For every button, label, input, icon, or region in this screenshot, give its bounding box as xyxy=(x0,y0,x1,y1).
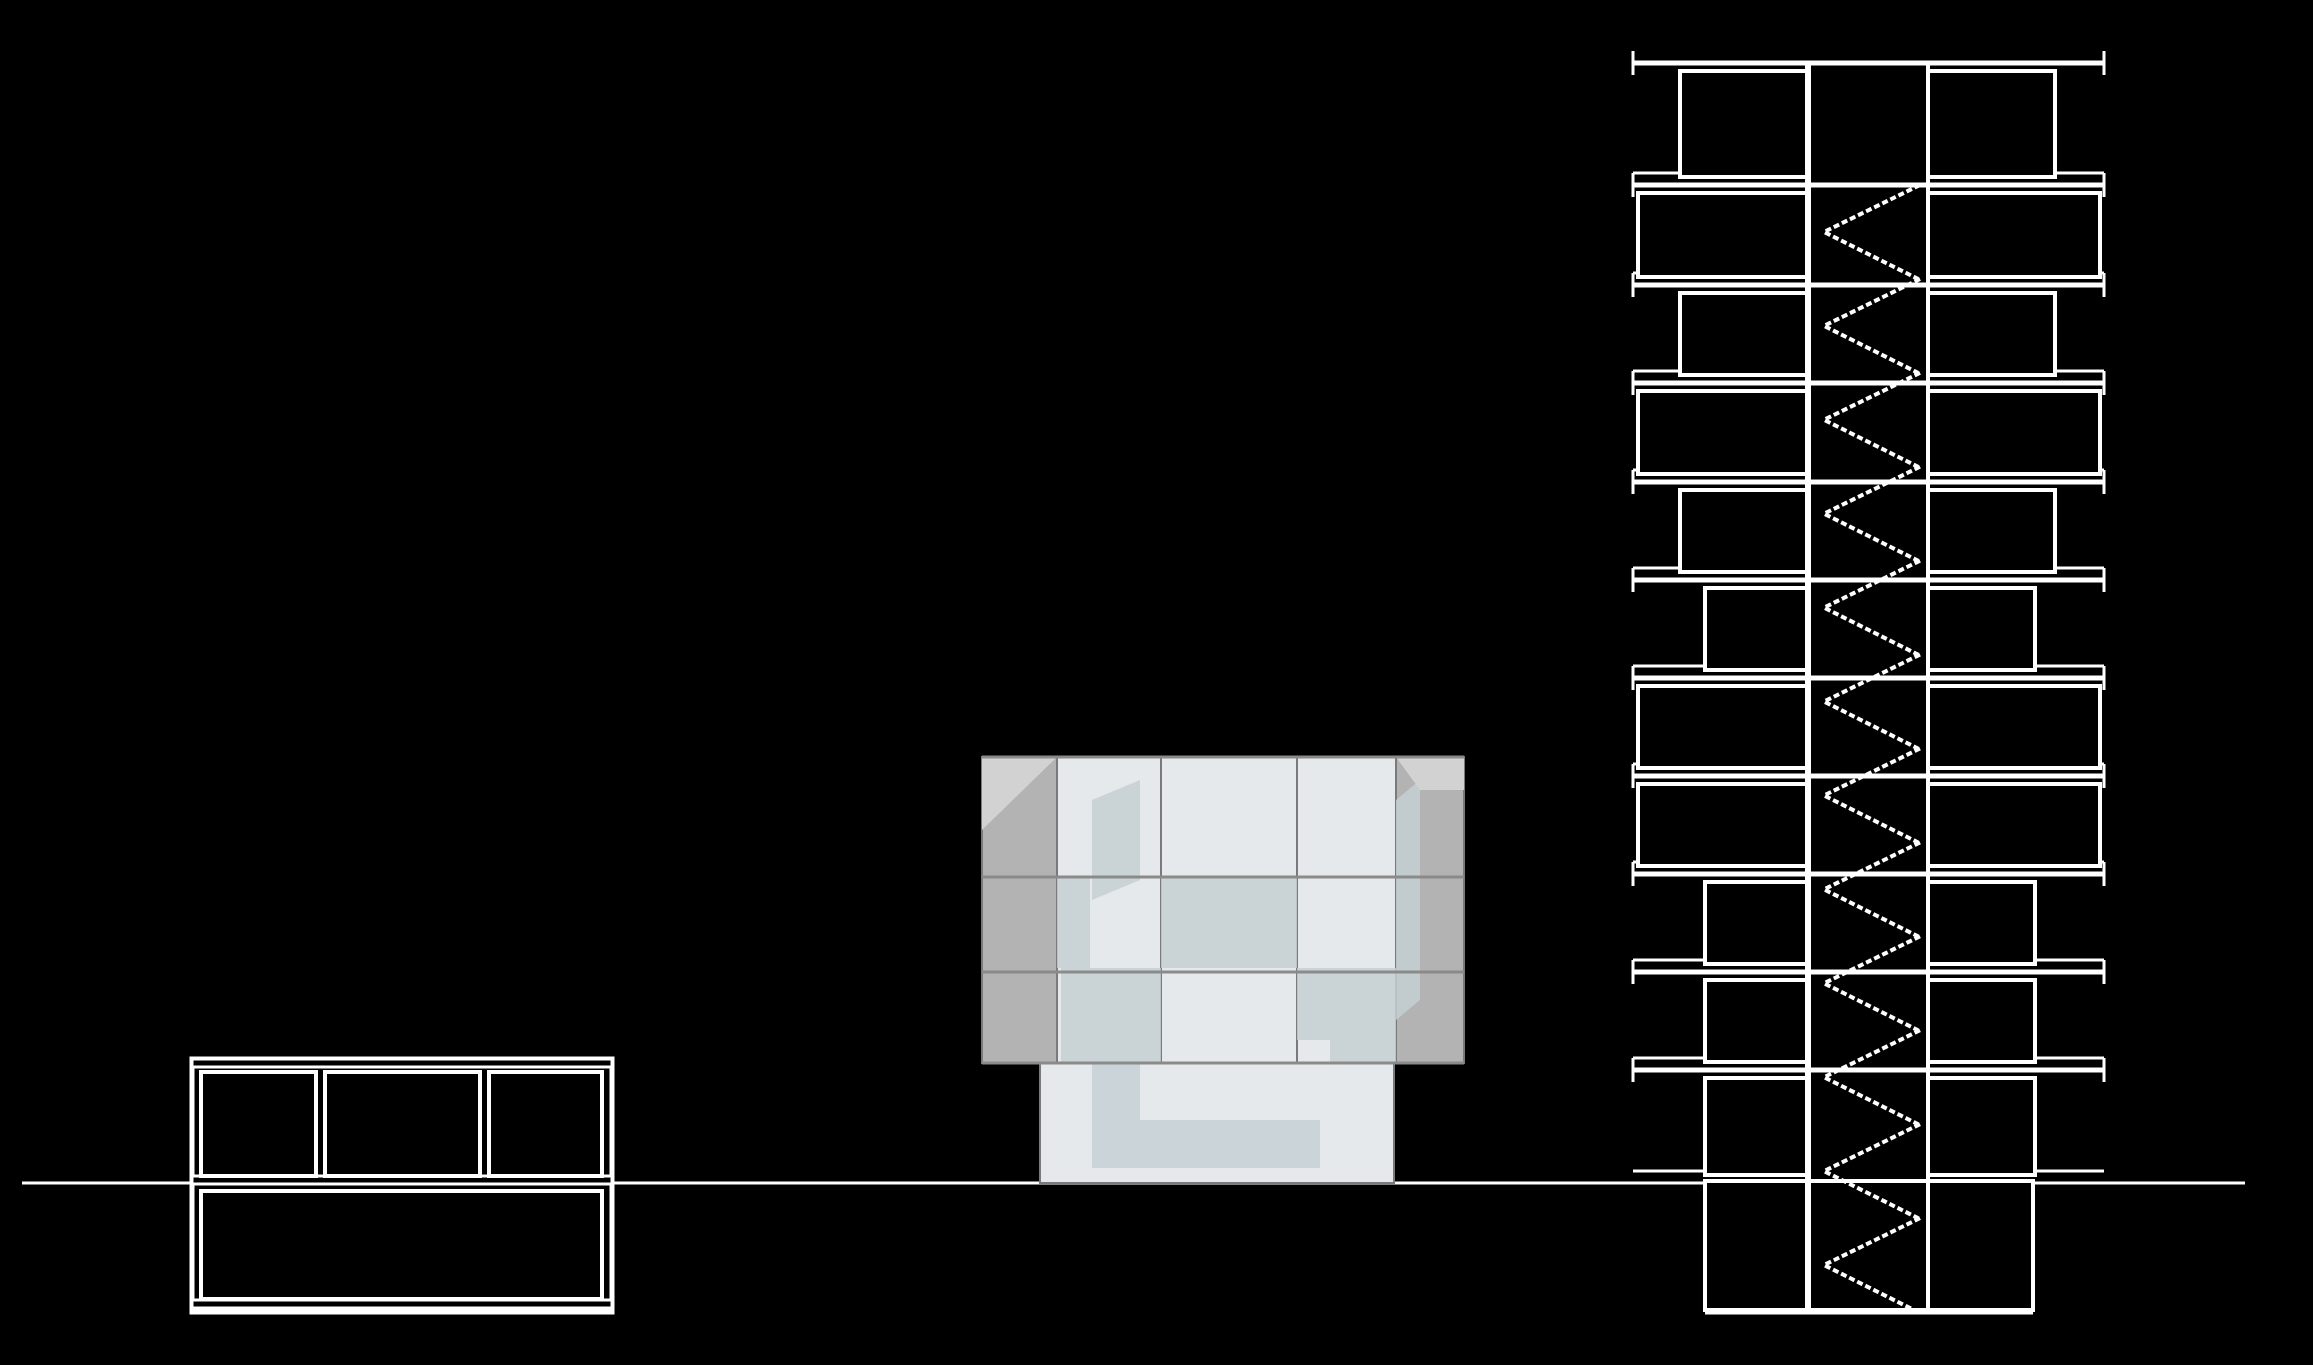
glass-panel-floor3-bay1 xyxy=(981,971,1058,1064)
glass-reflection-3 xyxy=(1061,968,1161,1063)
glass-panel-floor1-bay3 xyxy=(1160,756,1298,878)
tower-unit-right-floor-11 xyxy=(1926,69,2057,179)
tower-unit-right-floor-2 xyxy=(1926,978,2037,1064)
tower-unit-right-floor-4 xyxy=(1926,782,2102,868)
tower-unit-left-floor-2 xyxy=(1703,978,1810,1064)
tower-stair-flight-1 xyxy=(1819,183,1921,281)
tower-stair-flight-11 xyxy=(1819,1122,1921,1220)
tower-stair-flight-6 xyxy=(1819,652,1921,751)
tower-stair-flight-9 xyxy=(1819,934,1921,1033)
glass-panel-floor2-bay4 xyxy=(1296,876,1397,973)
tower-stair-flight-8 xyxy=(1819,840,1921,939)
tower-unit-left-floor-4 xyxy=(1636,782,1810,868)
tower-unit-left-floor-3 xyxy=(1703,880,1810,966)
glass-reflection-4 xyxy=(1297,968,1396,1063)
tower-unit-left-floor-7 xyxy=(1678,488,1810,574)
tower-unit-left-floor-11 xyxy=(1678,69,1810,179)
tower-stair-flight-7 xyxy=(1819,746,1921,845)
glass-panel-floor1-bay4 xyxy=(1296,756,1397,878)
tower-unit-right-floor-8 xyxy=(1926,389,2102,476)
tower-stair-flight-10 xyxy=(1819,1028,1921,1126)
tower-basement-left xyxy=(1703,1179,2035,1312)
tower-stair-flight-3 xyxy=(1819,371,1921,469)
tower-unit-right-floor-1 xyxy=(1926,1076,2037,1177)
tower-unit-left-floor-6 xyxy=(1703,586,1810,672)
tower-unit-right-floor-9 xyxy=(1926,291,2057,377)
tower-unit-right-floor-5 xyxy=(1926,684,2102,770)
tower-stair-flight-5 xyxy=(1819,558,1921,657)
glass-reflection-2 xyxy=(1161,877,1297,968)
glass-reflection-1 xyxy=(1092,780,1140,900)
low-block-basement-room xyxy=(199,1189,604,1301)
low-block-room-2 xyxy=(323,1070,482,1178)
glass-reflection-5 xyxy=(1396,780,1420,1020)
glass-pavilion-base-reflection xyxy=(1092,1063,1320,1168)
tower-unit-right-floor-10 xyxy=(1926,191,2102,279)
tower-stair-flight-2 xyxy=(1819,277,1921,375)
low-block-basement-slab xyxy=(190,1298,614,1310)
tower-stair-flight-4 xyxy=(1819,464,1921,563)
tower-unit-left-floor-1 xyxy=(1703,1076,1810,1177)
tower-unit-left-floor-10 xyxy=(1636,191,1810,279)
tower-unit-right-floor-7 xyxy=(1926,488,2057,574)
glass-pavilion-building xyxy=(981,755,1465,1184)
low-block-room-1 xyxy=(199,1070,318,1178)
glass-edge-shadow-left xyxy=(982,757,1057,830)
glass-panel-floor2-bay1 xyxy=(981,876,1058,973)
tower-unit-right-floor-6 xyxy=(1926,586,2037,672)
glass-reflection-6 xyxy=(1057,877,1090,968)
low-block-roof-slab xyxy=(190,1057,614,1069)
low-block-building xyxy=(189,1056,615,1315)
tower-building xyxy=(1631,51,2106,1315)
tower-stair-flight-12 xyxy=(1819,1216,1921,1314)
tower-unit-left-floor-8 xyxy=(1636,389,1810,476)
glass-panel-floor3-bay3 xyxy=(1160,971,1298,1064)
glass-edge-shadow-right xyxy=(1396,757,1464,790)
tower-unit-left-floor-5 xyxy=(1636,684,1810,770)
low-block-room-3 xyxy=(487,1070,604,1178)
tower-unit-left-floor-9 xyxy=(1678,291,1810,377)
tower-unit-right-floor-3 xyxy=(1926,880,2037,966)
